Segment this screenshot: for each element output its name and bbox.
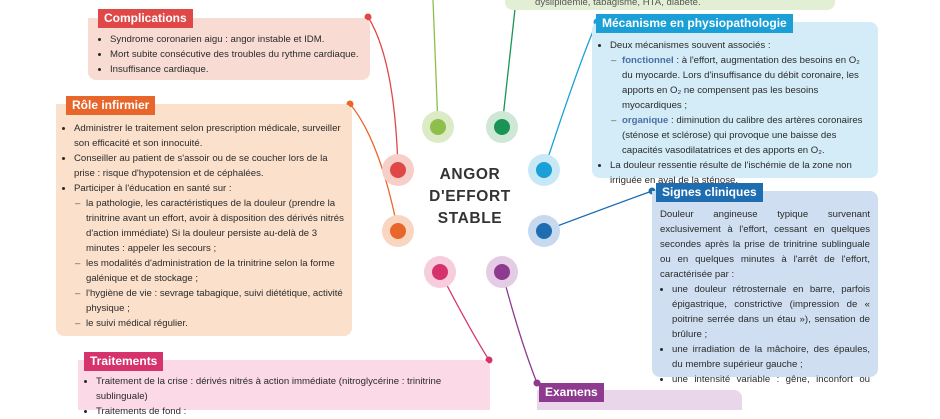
signes-panel: Douleur angineuse typique survenant excl… xyxy=(652,191,878,400)
node-mecanisme xyxy=(528,154,560,186)
center-title-line: D'EFFORT xyxy=(429,188,511,205)
connector-green-dark xyxy=(501,0,517,128)
node-green-dark xyxy=(486,111,518,143)
signes-title: Signes cliniques xyxy=(656,183,763,202)
sub-list-item: fonctionnel : à l'effort, augmentation d… xyxy=(622,53,870,113)
complications-panel: Syndrome coronarien aigu : angor instabl… xyxy=(88,18,370,80)
list-item: Syndrome coronarien aigu : angor instabl… xyxy=(110,32,362,47)
role-sublist: la pathologie, les caractéristiques de l… xyxy=(74,196,344,331)
node-role xyxy=(382,215,414,247)
signes-intro: Douleur angineuse typique survenant excl… xyxy=(660,209,870,280)
list-item: Traitements de fond : xyxy=(96,404,482,419)
traitements-list: Traitement de la crise : dérivés nitrés … xyxy=(78,374,482,419)
examens-title: Examens xyxy=(539,383,604,402)
connector-complications xyxy=(367,16,399,171)
role-title: Rôle infirmier xyxy=(66,96,156,115)
connector-mecanisme xyxy=(543,21,598,171)
list-item: une irradiation de la mâchoire, des épau… xyxy=(672,342,870,372)
node-traitements xyxy=(424,256,456,288)
sub-list-item: l'hygiène de vie : sevrage tabagique, su… xyxy=(86,286,344,316)
node-examens xyxy=(486,256,518,288)
center-title: ANGOR D'EFFORT STABLE xyxy=(415,164,525,230)
fonctionnel-text: : à l'effort, augmentation des besoins e… xyxy=(622,55,860,111)
list-item: Administrer le traitement selon prescrip… xyxy=(74,121,344,151)
organique-label: organique xyxy=(622,115,669,126)
traitements-title: Traitements xyxy=(84,352,164,371)
list-item: une douleur rétrosternale en barre, parf… xyxy=(672,282,870,342)
sub-list-item: la pathologie, les caractéristiques de l… xyxy=(86,196,344,256)
list-item: Deux mécanismes souvent associés : fonct… xyxy=(610,38,870,158)
mecanisme-panel: Deux mécanismes souvent associés : fonct… xyxy=(592,22,878,186)
connector-green-light xyxy=(432,0,439,128)
connector-signes xyxy=(543,190,653,232)
list-item-text: Deux mécanismes souvent associés : xyxy=(610,40,771,51)
complications-title: Complications xyxy=(98,9,193,28)
role-panel: Administrer le traitement selon prescrip… xyxy=(56,104,352,336)
node-complications xyxy=(382,154,414,186)
fonctionnel-label: fonctionnel xyxy=(622,55,674,66)
node-signes xyxy=(528,215,560,247)
center-title-line: ANGOR xyxy=(439,166,501,183)
list-item: La douleur ressentie résulte de l'ischém… xyxy=(610,158,870,188)
connector-examens xyxy=(501,271,538,384)
mecanisme-title: Mécanisme en physiopathologie xyxy=(596,14,793,33)
sub-list-item: le suivi médical régulier. xyxy=(86,316,344,331)
complications-list: Syndrome coronarien aigu : angor instabl… xyxy=(92,32,362,77)
mecanisme-sublist: fonctionnel : à l'effort, augmentation d… xyxy=(610,53,870,158)
list-item-text: Participer à l'éducation en santé sur : xyxy=(74,183,232,194)
list-item: Conseiller au patient de s'assoir ou de … xyxy=(74,151,344,181)
sub-list-item: organique : diminution du calibre des ar… xyxy=(622,113,870,158)
mecanisme-list: Deux mécanismes souvent associés : fonct… xyxy=(592,38,870,188)
connector-role xyxy=(349,103,399,232)
facteurs-fragment-text: dyslipidémie, tabagisme, HTA, diabète. xyxy=(535,0,701,8)
list-item: Insuffisance cardiaque. xyxy=(110,62,362,77)
node-green-light xyxy=(422,111,454,143)
list-item: Participer à l'éducation en santé sur : … xyxy=(74,181,344,331)
signes-list: une douleur rétrosternale en barre, parf… xyxy=(660,282,870,402)
list-item: Traitement de la crise : dérivés nitrés … xyxy=(96,374,482,404)
facteurs-panel-fragment: dyslipidémie, tabagisme, HTA, diabète. xyxy=(505,0,835,10)
list-item: Mort subite consécutive des troubles du … xyxy=(110,47,362,62)
sub-list-item: les modalités d'administration de la tri… xyxy=(86,256,344,286)
role-list: Administrer le traitement selon prescrip… xyxy=(56,121,344,331)
organique-text: : diminution du calibre des artères coro… xyxy=(622,115,863,156)
center-title-line: STABLE xyxy=(437,210,503,227)
